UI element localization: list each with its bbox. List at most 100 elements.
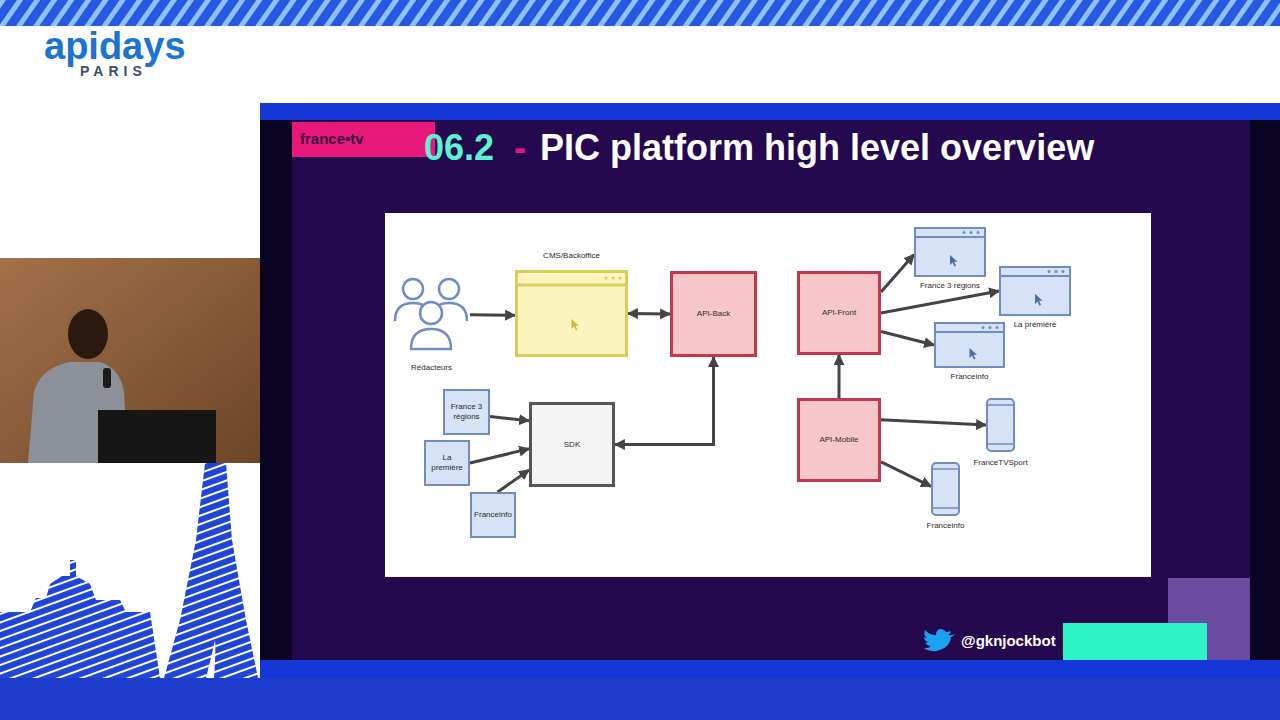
- city-skyline: [0, 560, 160, 678]
- diagram-panel: [385, 213, 1151, 577]
- speaker-video: [0, 258, 260, 463]
- window-bar: [914, 236, 986, 238]
- phone-icon: FranceTVSport: [986, 398, 1015, 452]
- slide-ground: [292, 120, 1250, 660]
- user-group-icon: Rédacteurs: [393, 275, 470, 350]
- api-box: API-Mobile: [797, 398, 881, 482]
- window-dot: [1048, 270, 1051, 273]
- window-dot: [970, 231, 973, 234]
- browser-window: France 3 régions: [914, 227, 986, 277]
- microphone: [103, 368, 111, 388]
- cursor-icon: [1035, 294, 1043, 306]
- phone-icon-outline: [931, 462, 960, 516]
- person-head: [439, 279, 459, 299]
- window-frame: [1000, 267, 1070, 315]
- window-dot: [1055, 270, 1058, 273]
- node-label: API-Mobile: [797, 398, 881, 482]
- window-dot: [612, 277, 615, 280]
- api-box: API-Back: [670, 271, 757, 357]
- connector-arrow: [470, 449, 529, 463]
- connector-arrow: [498, 470, 529, 492]
- window-dot: [977, 231, 980, 234]
- site-box: France 3 régions: [443, 389, 490, 435]
- backoffice-window: CMS/Backoffice: [515, 270, 628, 357]
- connector-arrow: [628, 312, 670, 316]
- cursor-icon: [950, 255, 958, 267]
- window-bar: [515, 284, 628, 287]
- window-dot: [619, 277, 622, 280]
- window-dot: [982, 326, 985, 329]
- node-label: API-Front: [797, 271, 881, 355]
- window-dot: [989, 326, 992, 329]
- tower-silhouette: [164, 463, 258, 678]
- brand-badge: [292, 122, 435, 157]
- cursor-icon: [572, 319, 580, 331]
- phone-icon-outline: [986, 398, 1015, 452]
- logo-subtitle: PARIS: [80, 64, 147, 79]
- bottom-bar: [0, 678, 1280, 720]
- connector-arrow: [881, 420, 986, 425]
- person-head: [420, 302, 442, 324]
- phone-line: [932, 468, 959, 470]
- top-stripe-bar: [0, 0, 1280, 26]
- person-head: [403, 279, 423, 299]
- slide-frame: [260, 120, 1280, 660]
- connector-arrow: [881, 331, 934, 345]
- connector-arrow: [881, 291, 999, 313]
- node-label: SDK: [529, 402, 615, 487]
- window-bar: [934, 331, 1005, 333]
- slide-bottom-band: [260, 660, 1280, 678]
- node-caption: Franceinfo: [927, 521, 965, 531]
- logo-text: apidays: [44, 26, 186, 68]
- window-dot: [605, 277, 608, 280]
- window-dot: [963, 231, 966, 234]
- window-dot: [996, 326, 999, 329]
- browser-window: Franceinfo: [934, 322, 1005, 368]
- user-group-icon-outline: [393, 275, 470, 350]
- site-box: Franceinfo: [470, 492, 516, 538]
- node-label: Franceinfo: [470, 492, 516, 538]
- window-frame: [915, 228, 985, 276]
- node-caption: France 3 régions: [920, 281, 980, 291]
- phone-icon: Franceinfo: [931, 462, 960, 516]
- section-number: 06.2: [424, 128, 494, 168]
- box-outline: [471, 493, 515, 537]
- node-caption: Franceinfo: [951, 372, 989, 382]
- browser-window-outline: [999, 266, 1071, 316]
- people-icon: [395, 279, 467, 349]
- window-frame: [935, 323, 1004, 367]
- browser-window: La première: [999, 266, 1071, 316]
- connector-arrow: [881, 255, 914, 293]
- cursor-icon: [970, 348, 978, 360]
- window-dot: [1062, 270, 1065, 273]
- decor-bar: [1063, 623, 1207, 660]
- laptop: [98, 410, 216, 463]
- node-caption: La première: [1014, 320, 1057, 330]
- connector-arrow: [881, 462, 931, 486]
- node-label: La première: [424, 440, 470, 486]
- sdk-box: SDK: [529, 402, 615, 487]
- twitter-bird: [923, 629, 955, 651]
- connector-arrow: [838, 355, 841, 398]
- speaker-head: [68, 309, 108, 359]
- api-box: API-Front: [797, 271, 881, 355]
- box-outline: [444, 390, 489, 434]
- connector-arrow: [470, 313, 515, 316]
- twitter-handle: @gknjockbot: [961, 633, 1056, 650]
- person-shoulders: [411, 329, 451, 349]
- connector-arrow: [490, 417, 529, 421]
- phone-body: [987, 399, 1014, 451]
- phone-line: [987, 443, 1014, 445]
- node-label: France 3 régions: [443, 389, 490, 435]
- backoffice-window-outline: [515, 270, 628, 357]
- window-bar: [999, 275, 1071, 277]
- brand-logo: france•tv: [300, 131, 364, 148]
- slide-title: PIC platform high level overview: [540, 128, 1094, 168]
- box-outline: [425, 441, 469, 485]
- node-label: API-Back: [670, 271, 757, 357]
- slide-top-band: [260, 103, 1280, 120]
